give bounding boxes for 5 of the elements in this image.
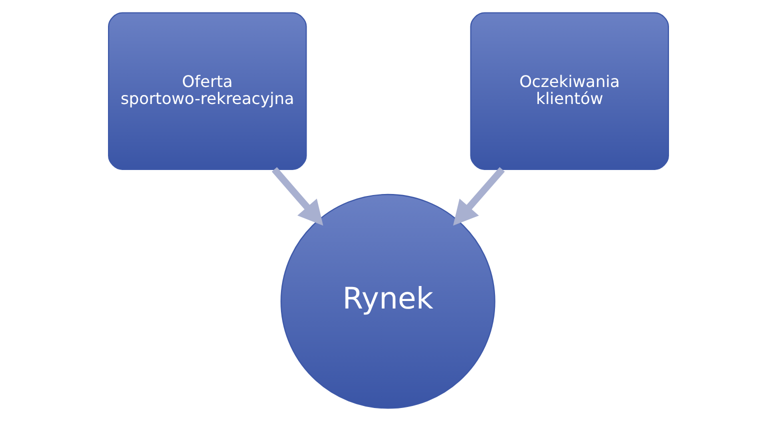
arrow bbox=[271, 167, 323, 226]
node-box: Oczekiwania klientów bbox=[470, 12, 668, 170]
arrow bbox=[452, 167, 504, 226]
node-circle: Rynek bbox=[280, 194, 495, 409]
node-box: Oferta sportowo-rekreacyjna bbox=[108, 12, 306, 170]
